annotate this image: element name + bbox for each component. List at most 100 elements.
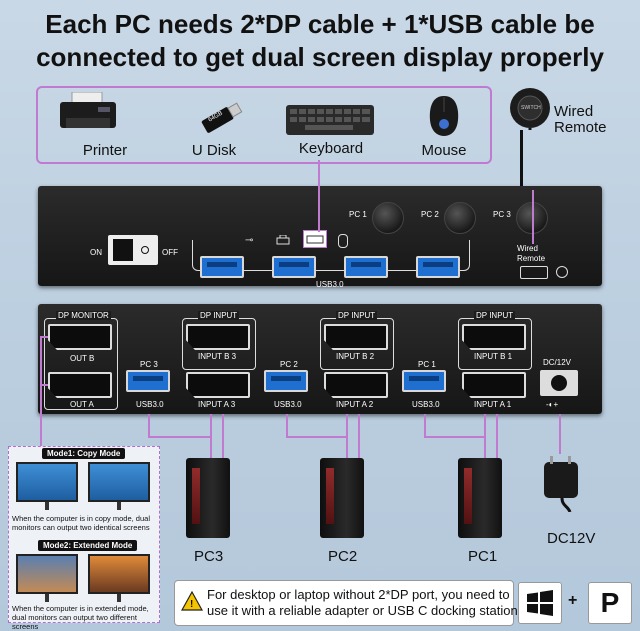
pc2-wire-2: [358, 414, 360, 460]
usb-drive-icon: 64GB: [198, 98, 244, 138]
usb-drive-icon: ⊸: [245, 235, 254, 246]
usb-label-pc1: USB3.0: [412, 400, 440, 409]
out-b-label: OUT B: [70, 354, 95, 363]
mouse-icon: [338, 234, 348, 248]
power-off-label: OFF: [162, 248, 178, 257]
dp-input-b3-port[interactable]: [186, 324, 250, 350]
pc3-back-label: PC 3: [140, 360, 158, 369]
dp-input-label-2: DP INPUT: [336, 311, 378, 320]
note-line-1: For desktop or laptop without 2*DP port,…: [207, 587, 510, 602]
mode2-stand-right: [117, 594, 121, 602]
keyboard-wire: [318, 160, 320, 232]
mode1-monitor-right: [88, 462, 150, 502]
out-a-label: OUT A: [70, 400, 94, 409]
peripheral-label-keyboard: Keyboard: [298, 140, 364, 157]
dp-input-b2-port[interactable]: [324, 324, 388, 350]
mode1-text: When the computer is in copy mode, dual …: [12, 514, 150, 532]
dp-out-b-port[interactable]: [48, 324, 112, 350]
dp-input-a3-port[interactable]: [186, 372, 250, 398]
pc1-tower-icon: [458, 458, 502, 538]
usb-port-front-1[interactable]: [200, 256, 244, 278]
title-line-2: connected to get dual screen display pro…: [36, 42, 604, 72]
printer-icon: [58, 91, 118, 136]
input-a3-label: INPUT A 3: [198, 400, 236, 409]
monitor-wire-b: [40, 336, 48, 338]
front-pc-label-1: PC 1: [349, 210, 367, 219]
pc3-wire-1: [210, 414, 212, 460]
wired-remote-label-line2: Remote: [554, 119, 607, 136]
power-wire: [559, 414, 561, 454]
mode2-title: Mode2: Extended Mode: [38, 540, 138, 551]
dp-input-a1-port[interactable]: [462, 372, 526, 398]
mode1-stand-right: [117, 502, 121, 510]
pc3-usb-wire: [148, 414, 150, 438]
note-line-2: use it with a reliable adapter or USB C …: [207, 603, 518, 618]
input-a2-label: INPUT A 2: [336, 400, 374, 409]
dc-label: DC/12V: [543, 358, 572, 367]
usb-port-front-2[interactable]: [272, 256, 316, 278]
peripherals-frame: [36, 86, 492, 164]
monitor-wire-a: [40, 384, 48, 386]
dp-out-a-port[interactable]: [48, 372, 112, 398]
page-title: Each PC needs 2*DP cable + 1*USB cable b…: [0, 8, 640, 74]
pc1-wire-2: [496, 414, 498, 460]
pc2-back-label: PC 2: [280, 360, 298, 369]
mode2-stand-left: [45, 594, 49, 602]
mode2-monitor-left: [16, 554, 78, 594]
pc2-wire-1: [346, 414, 348, 460]
wired-remote-label: Wired Remote: [554, 104, 607, 136]
pc2-usb-wire: [286, 414, 288, 438]
usb-port-group: [192, 240, 470, 278]
dp-input-a2-port[interactable]: [324, 372, 388, 398]
dc-polarity: -◐+: [546, 400, 559, 409]
mode1-stand-left: [45, 502, 49, 510]
printer-icon: [276, 234, 290, 246]
remote-cable: [520, 130, 523, 192]
power-switch[interactable]: [108, 235, 158, 265]
pc1-usb-wire: [424, 414, 426, 438]
pc3-wire-2: [222, 414, 224, 460]
mouse-icon: [426, 94, 462, 138]
remote-port[interactable]: [520, 266, 548, 279]
dc-jack[interactable]: [540, 370, 578, 396]
mode1-title: Mode1: Copy Mode: [42, 448, 126, 459]
pc3-tower-icon: [186, 458, 230, 538]
remote-port-icon: [556, 266, 568, 278]
wired-remote-icon: SWITCH: [508, 86, 552, 130]
keyboard-icon: [303, 230, 327, 248]
pc1-wire-1: [484, 414, 486, 460]
usb-port-pc2[interactable]: [264, 370, 308, 392]
monitor-wire: [40, 336, 42, 448]
wired-remote-label-line1: Wired: [554, 103, 594, 120]
input-b3-label: INPUT B 3: [198, 352, 237, 361]
pc3-usb-wire-h: [148, 436, 210, 438]
input-b1-label: INPUT B 1: [474, 352, 513, 361]
pc3-label: PC3: [194, 548, 224, 565]
pc1-label: PC1: [468, 548, 498, 565]
remote-wire: [532, 190, 534, 244]
usb-port-front-4[interactable]: [416, 256, 460, 278]
dp-input-b1-port[interactable]: [462, 324, 526, 350]
title-line-1: Each PC needs 2*DP cable + 1*USB cable b…: [45, 9, 595, 39]
power-adapter-icon: [540, 456, 584, 513]
power-label: DC12V: [547, 530, 596, 547]
front-usb-label: USB3.0: [316, 280, 344, 289]
input-b2-label: INPUT B 2: [336, 352, 375, 361]
dp-input-label-1: DP INPUT: [474, 311, 516, 320]
usb-label-pc3: USB3.0: [136, 400, 164, 409]
peripheral-label-udisk: U Disk: [191, 142, 237, 159]
pc2-tower-icon: [320, 458, 364, 538]
pc1-switch-button[interactable]: [372, 202, 404, 234]
power-on-label: ON: [90, 248, 102, 257]
adapter-note: ! For desktop or laptop without 2*DP por…: [174, 580, 518, 626]
front-pc-label-3: PC 3: [493, 210, 511, 219]
remote-port-label-line1: Wired: [517, 244, 538, 253]
pc2-switch-button[interactable]: [444, 202, 476, 234]
pc2-label: PC2: [328, 548, 358, 565]
usb-port-pc1[interactable]: [402, 370, 446, 392]
dp-monitor-label: DP MONITOR: [56, 311, 111, 320]
usb-port-pc3[interactable]: [126, 370, 170, 392]
mode2-text: When the computer is in extended mode, d…: [12, 604, 149, 631]
keyboard-icon: [285, 104, 375, 136]
usb-port-front-3[interactable]: [344, 256, 388, 278]
